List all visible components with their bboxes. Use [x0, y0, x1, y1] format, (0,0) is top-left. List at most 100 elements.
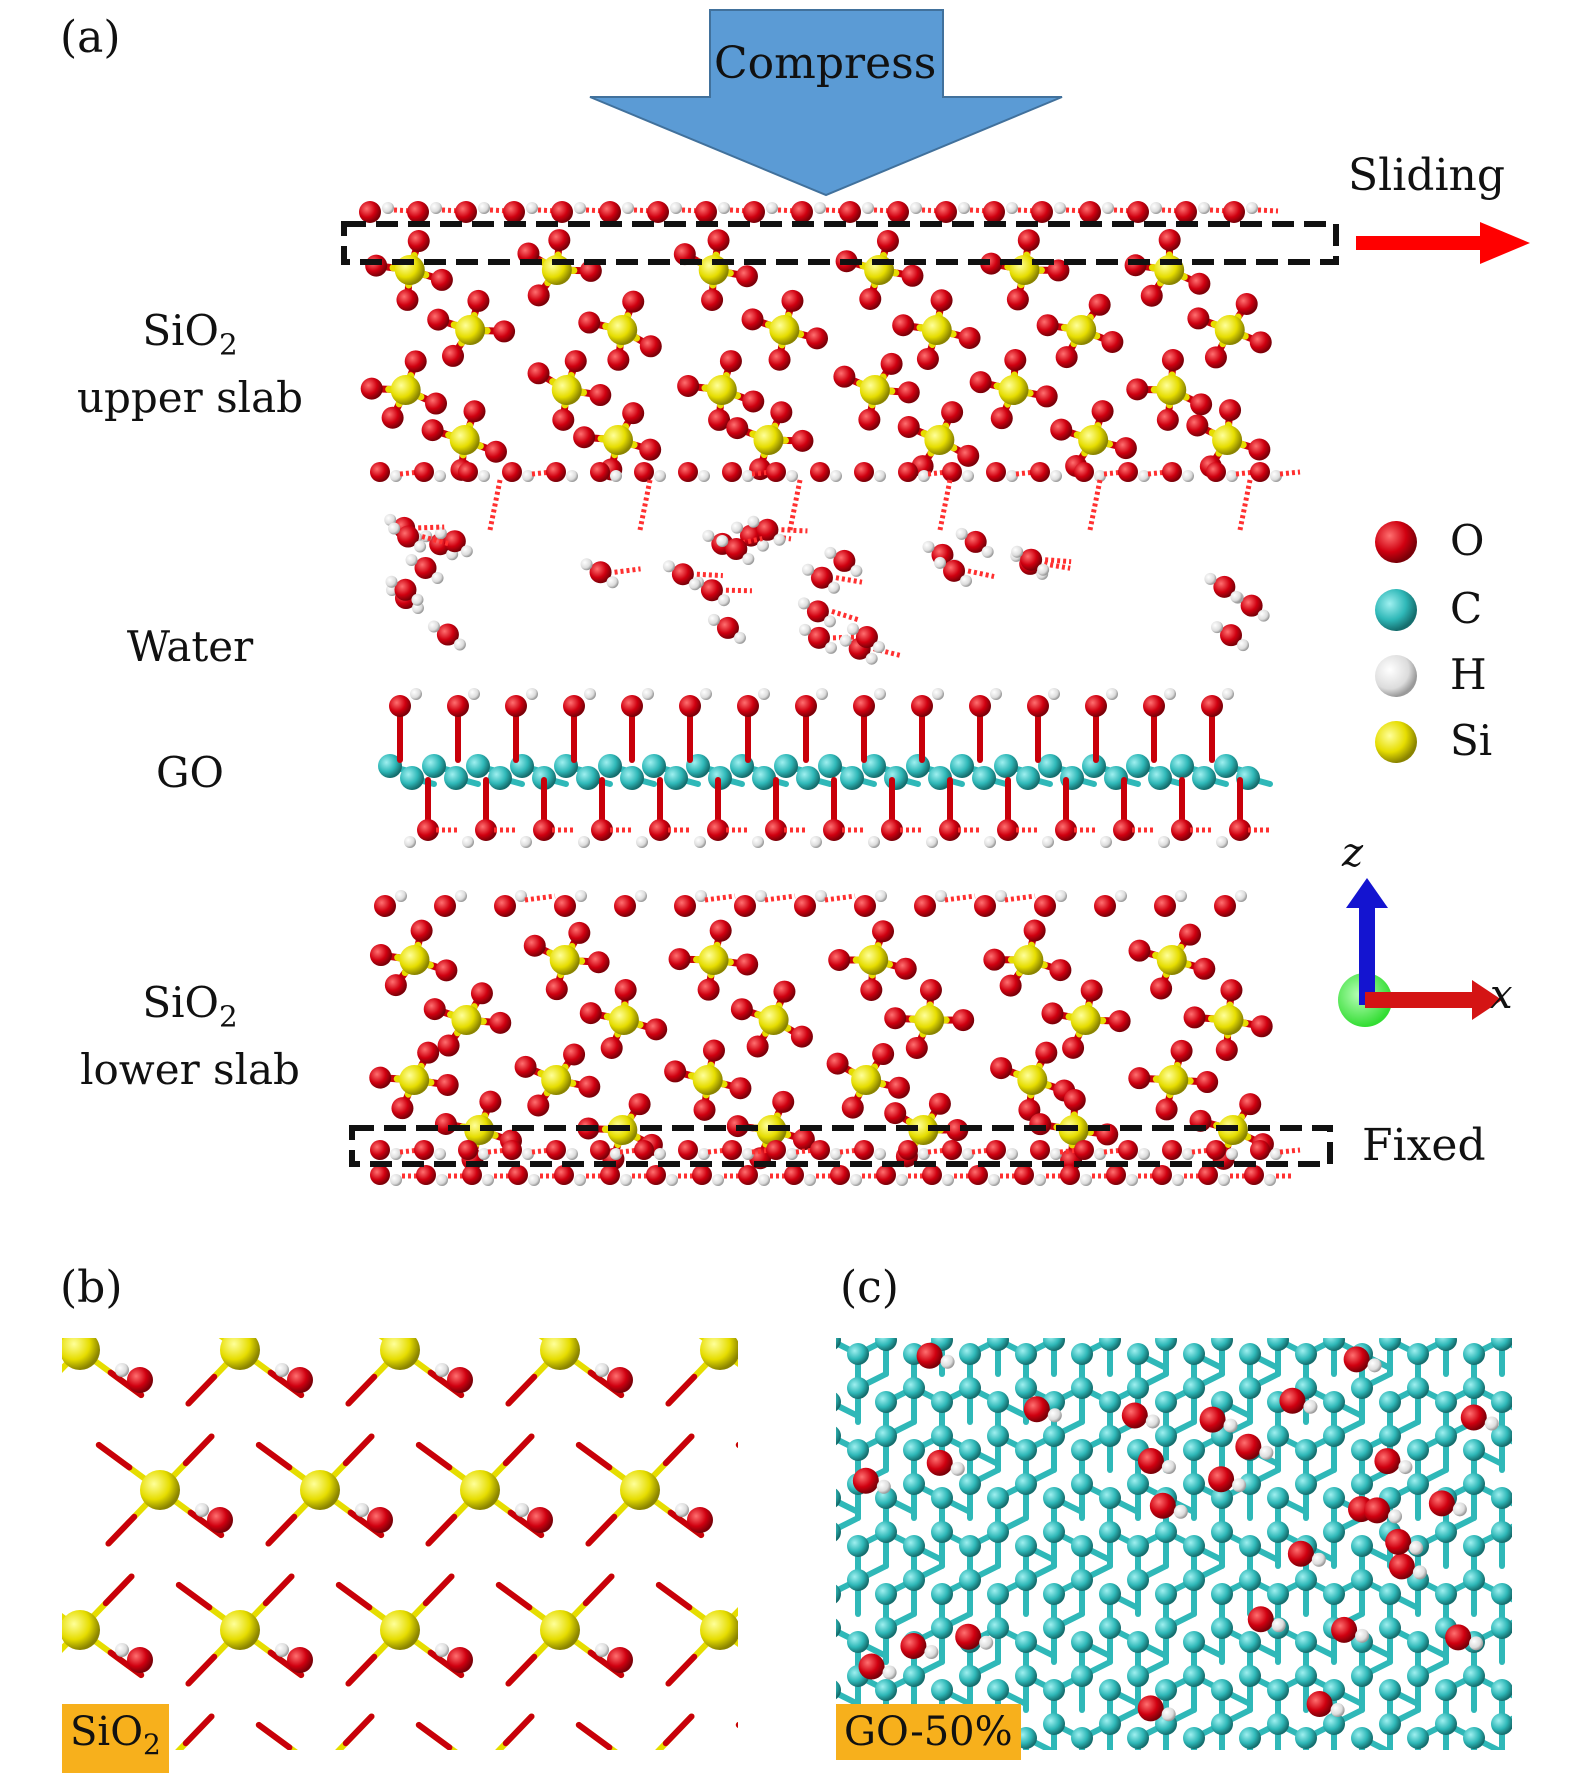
carbon-atom [1323, 1329, 1345, 1351]
oxygen-atom [957, 445, 979, 467]
hydrogen-atom [566, 1148, 578, 1160]
hydrogen-atom [566, 470, 578, 482]
carbon-atom [819, 1521, 841, 1543]
carbon-atom [444, 766, 468, 790]
hydrogen-atom [275, 1643, 289, 1657]
oxygen-atom [427, 309, 449, 331]
oxygen-atom [881, 819, 903, 841]
hydrogen-atom [802, 564, 814, 576]
oxygen-atom [367, 1507, 393, 1533]
hydrogen-atom [355, 1503, 369, 1517]
carbon-atom [466, 754, 490, 778]
hydrogen-atom [622, 202, 634, 214]
carbon-atom [903, 1761, 925, 1772]
carbon-atom [664, 766, 688, 790]
carbon-atom [1099, 1679, 1121, 1701]
oxygen-atom [1035, 1042, 1057, 1064]
panel-b-tag: SiO2 [62, 1704, 169, 1773]
hydrogen-atom [1222, 688, 1234, 700]
oxygen-atom [552, 409, 574, 431]
oxygen-atom [738, 1165, 758, 1185]
oxygen-atom [1029, 1113, 1051, 1135]
hydrogen-atom [862, 202, 874, 214]
hydrogen-atom [718, 594, 730, 606]
hydrogen-atom [1388, 1509, 1402, 1523]
z-axis-label: z [1342, 830, 1363, 876]
oxygen-atom [839, 201, 861, 223]
hydrogen-atom [1259, 1446, 1273, 1460]
hydrogen-atom [434, 1148, 446, 1160]
oxygen-atom [1171, 819, 1193, 841]
carbon-atom [1407, 1665, 1429, 1687]
oxygen-atom [588, 951, 610, 973]
hydrogen-atom [731, 522, 743, 534]
hydrogen-atom [1162, 1707, 1176, 1721]
oxygen-atom [791, 1026, 813, 1048]
oxygen-atom [931, 289, 953, 311]
oxygen-atom [1162, 349, 1184, 371]
silicon-atom [220, 1610, 260, 1650]
carbon-atom [1015, 1473, 1037, 1495]
carbon-atom [1267, 1329, 1289, 1351]
silicon-atom [707, 375, 737, 405]
carbon-atom [1099, 1713, 1121, 1735]
oxygen-atom [710, 920, 732, 942]
carbon-atom [950, 754, 974, 778]
oxygen-atom [1036, 385, 1058, 407]
oxygen-atom [806, 327, 828, 349]
carbon-atom [1323, 1487, 1345, 1509]
hydrogen-atom [1226, 1148, 1238, 1160]
silicon-atom [603, 425, 633, 455]
oxygen-atom [1206, 1140, 1226, 1160]
hydrogen-atom [1011, 546, 1023, 558]
oxygen-atom [1030, 462, 1050, 482]
carbon-atom [796, 766, 820, 790]
hydrogen-atom [824, 615, 836, 627]
hydrogen-atom [436, 1174, 448, 1186]
oxygen-atom [382, 407, 404, 429]
oxygen-atom [1101, 331, 1123, 353]
hydrogen-atom [430, 202, 442, 214]
silicon-atom [540, 1330, 580, 1370]
oxygen-atom [563, 695, 585, 717]
carbon-atom [1295, 1761, 1317, 1772]
carbon-atom [847, 1343, 869, 1365]
oxygen-atom [707, 819, 729, 841]
hydrogen-atom [115, 1363, 129, 1377]
carbon-atom [1491, 1617, 1513, 1639]
carbon-atom [1099, 1425, 1121, 1447]
hydrogen-atom [642, 688, 654, 700]
hydrogen-atom [868, 836, 880, 848]
carbon-atom [987, 1617, 1009, 1639]
oxygen-atom [1250, 1140, 1270, 1160]
oxygen-atom [1251, 1015, 1273, 1037]
hydrogen-atom [1164, 688, 1176, 700]
oxygen-atom [1279, 1388, 1305, 1414]
hydrogen-atom [840, 635, 852, 647]
hydrogen-atom [115, 1643, 129, 1657]
oxygen-atom [692, 1165, 712, 1185]
oxygen-atom [1159, 229, 1181, 251]
oxygen-atom [1205, 346, 1227, 368]
oxygen-atom [580, 1002, 602, 1024]
oxygen-atom [1027, 695, 1049, 717]
oxygen-atom [734, 895, 756, 917]
hydrogen-atom [798, 597, 810, 609]
oxygen-atom [877, 230, 899, 252]
oxygen-atom [1118, 462, 1138, 482]
oxygen-atom [927, 1450, 953, 1476]
carbon-atom [1043, 1583, 1065, 1605]
hydrogen-atom [1413, 1565, 1427, 1579]
silicon-atom [380, 1610, 420, 1650]
carbon-atom [400, 766, 424, 790]
carbon-atom [1295, 1727, 1317, 1749]
carbon-atom [1463, 1343, 1485, 1365]
oxygen-atom [1150, 977, 1172, 999]
carbon-atom [903, 1377, 925, 1399]
hydrogen-atom [932, 688, 944, 700]
hydrogen-atom [958, 202, 970, 214]
oxygen-atom [969, 695, 991, 717]
carbon-atom [903, 1535, 925, 1557]
carbon-atom [959, 1439, 981, 1461]
carbon-atom [774, 754, 798, 778]
